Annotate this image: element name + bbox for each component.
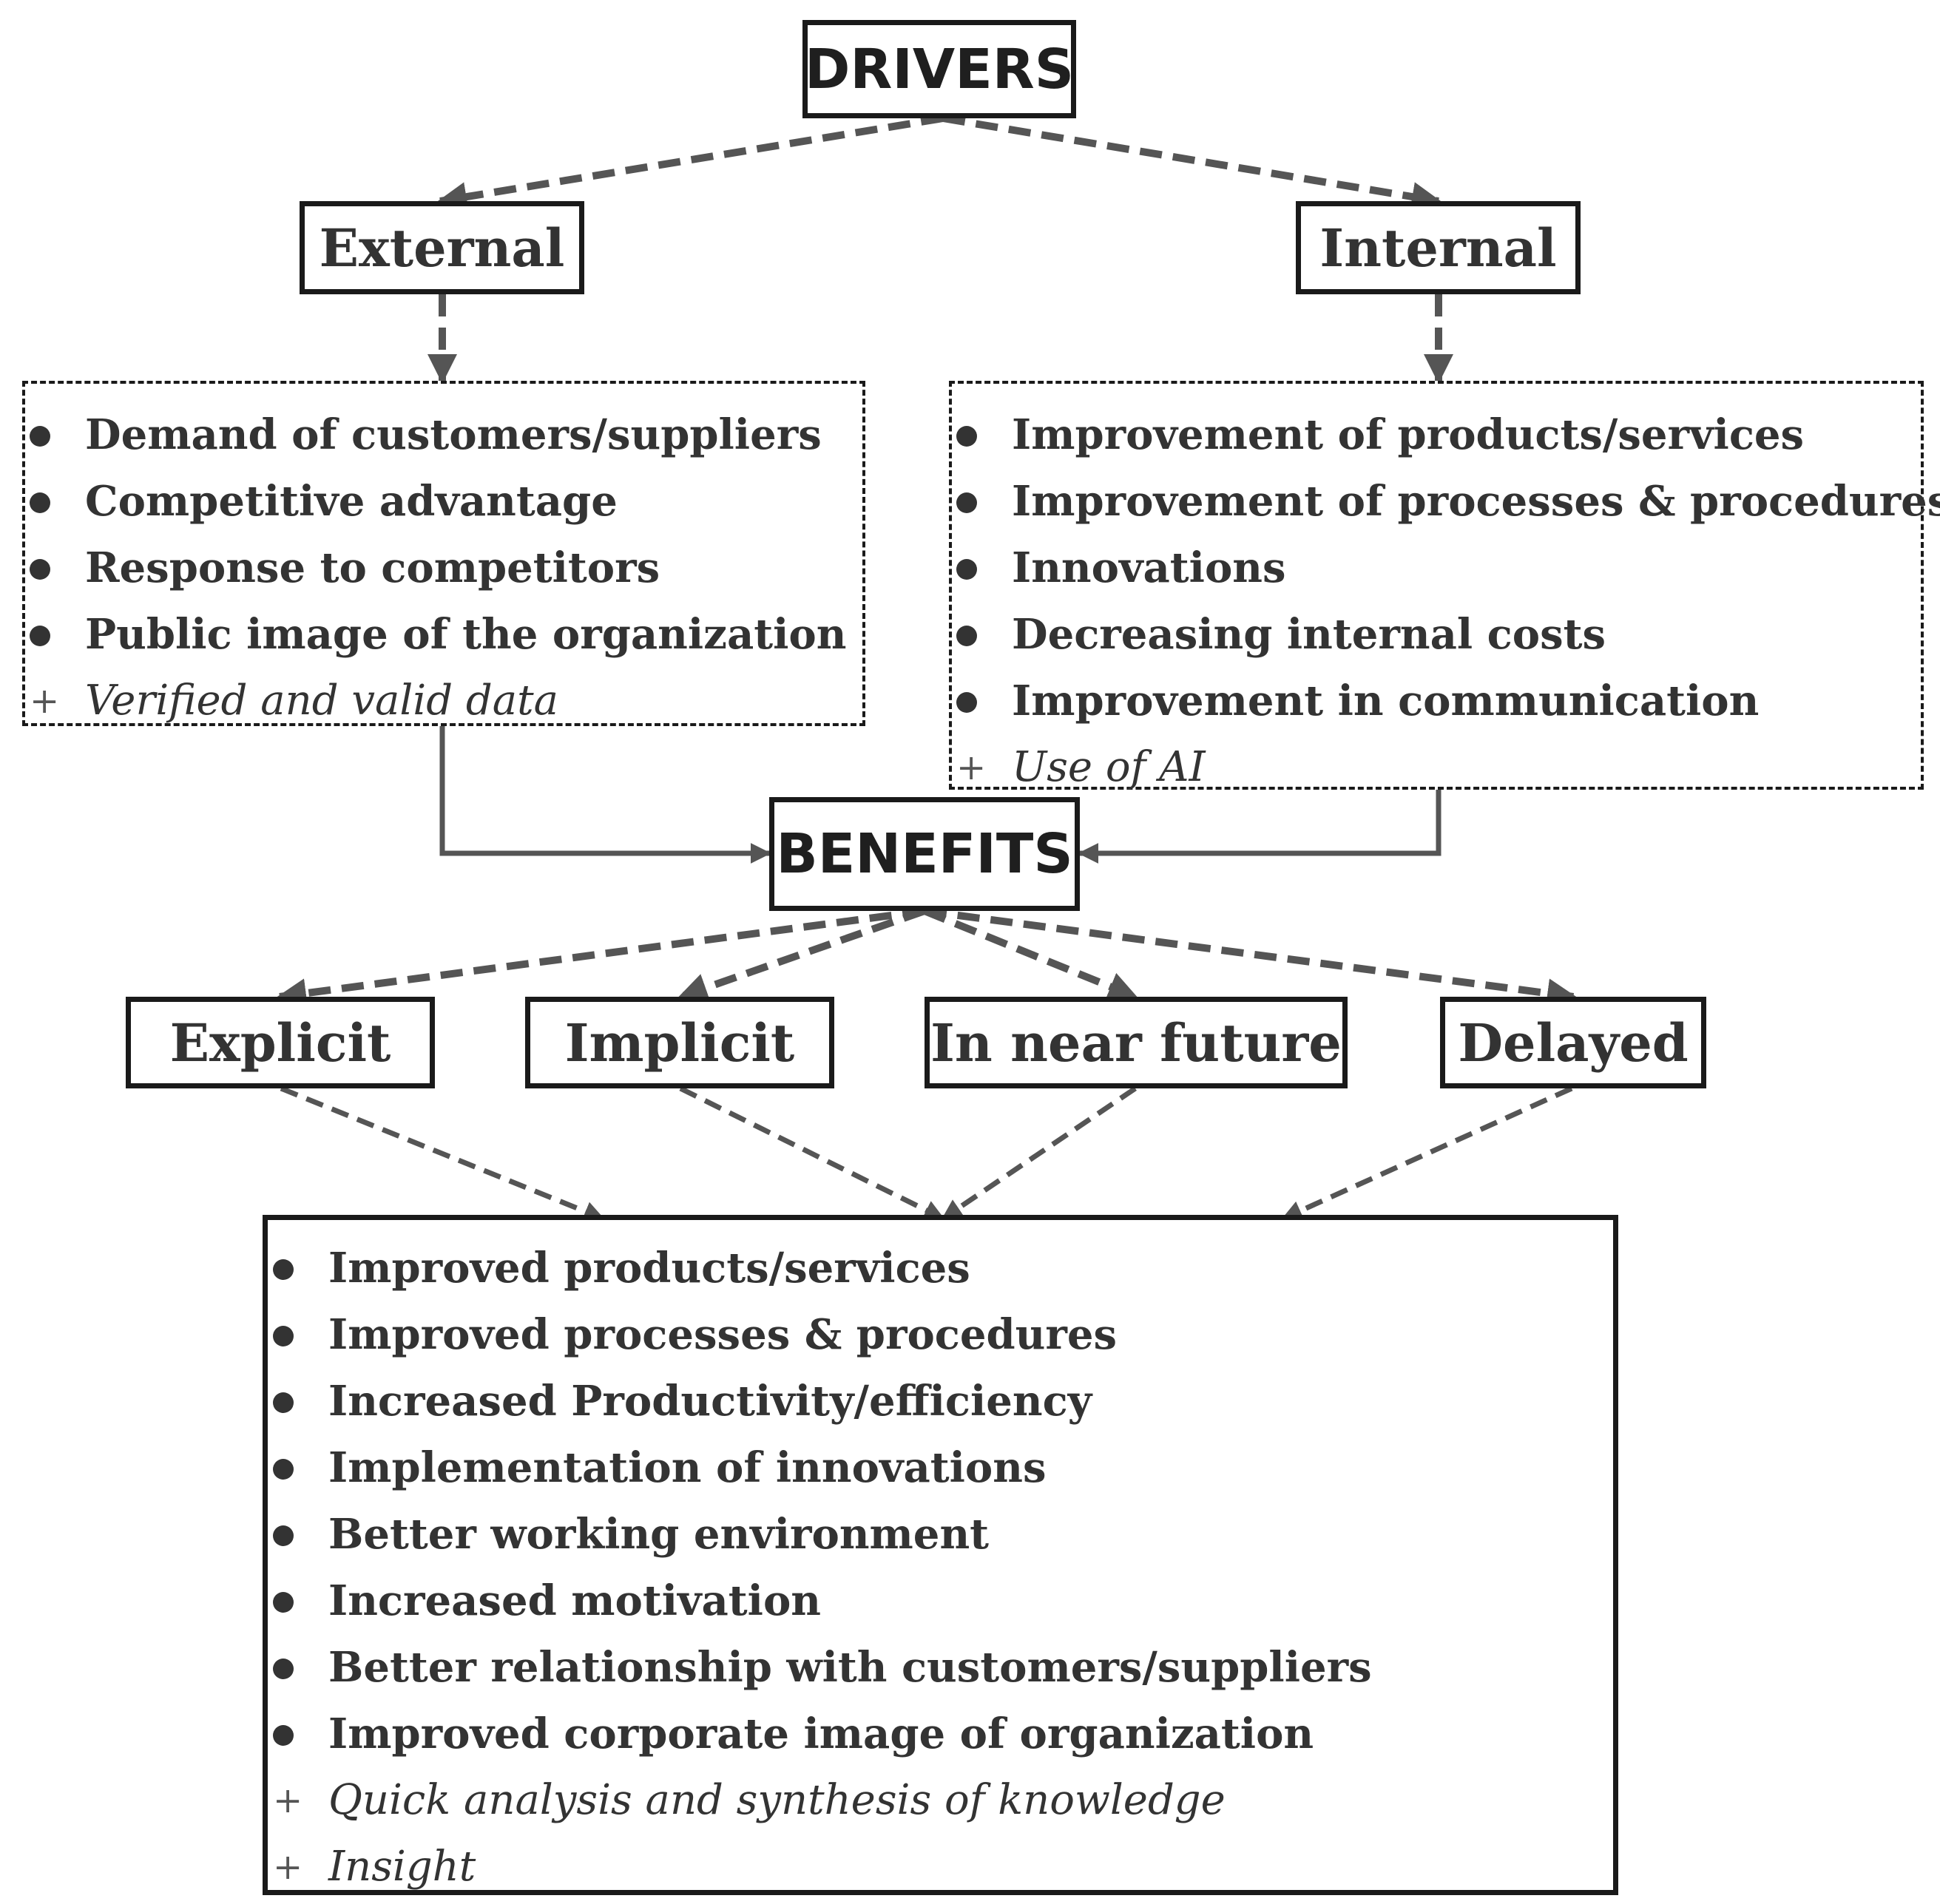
benefit-type-label: In near future	[930, 1012, 1342, 1074]
benefits-title-box: BENEFITS	[769, 797, 1080, 911]
bullet-marker	[956, 626, 977, 646]
arrow-benefits-to-near-future	[923, 907, 1138, 1000]
bullet-marker	[273, 1525, 294, 1546]
benefits-title: BENEFITS	[776, 822, 1073, 886]
arrow-drivers-to-internal	[942, 115, 1442, 211]
arrow-benefits-to-explicit	[277, 907, 925, 1009]
bullet-marker	[30, 626, 50, 646]
benefit-type-delayed: Delayed	[1440, 997, 1706, 1088]
benefit-type-explicit: Explicit	[126, 997, 435, 1088]
bullet-marker	[273, 1459, 294, 1480]
bullet-marker	[30, 426, 50, 447]
benefit-type-label: Delayed	[1458, 1012, 1689, 1074]
bullet-marker	[273, 1592, 294, 1613]
drivers-title: DRIVERS	[804, 37, 1075, 101]
arrow-implicit-to-list	[679, 1085, 945, 1222]
arrow-drivers-to-external	[437, 115, 944, 211]
benefit-type-implicit: Implicit	[525, 997, 834, 1088]
internal-box: Internal	[1296, 201, 1581, 294]
benefit-type-label: Explicit	[169, 1012, 391, 1074]
bullet-marker	[956, 692, 977, 713]
bullet-marker	[30, 492, 50, 513]
bullet-marker	[273, 1392, 294, 1413]
internal-label: Internal	[1319, 217, 1557, 279]
plus-marker: +	[273, 1780, 303, 1821]
external-label: External	[319, 217, 565, 279]
bullet-marker	[956, 559, 977, 580]
arrow-internal-list-to-benefits	[1078, 790, 1442, 864]
plus-marker: +	[273, 1846, 303, 1888]
internal-drivers-list: Improvement of products/services Improve…	[949, 381, 1940, 791]
bullet-marker	[273, 1659, 294, 1679]
benefit-type-near-future: In near future	[925, 997, 1348, 1088]
plus-marker: +	[956, 747, 987, 788]
arrow-external-list-to-benefits	[439, 726, 771, 864]
bullet-marker	[956, 492, 977, 513]
benefits-list: Improved products/services Improved proc…	[263, 1215, 1618, 1895]
external-box: External	[300, 201, 584, 294]
external-drivers-list: Demand of customers/suppliers Competitiv…	[22, 381, 865, 726]
benefit-type-label: Implicit	[564, 1012, 795, 1074]
bullet-marker	[273, 1725, 294, 1746]
arrow-delayed-to-list	[1281, 1085, 1573, 1222]
arrow-near-future-to-list	[941, 1086, 1137, 1221]
arrow-benefits-to-delayed	[924, 907, 1577, 1009]
drivers-title-box: DRIVERS	[802, 20, 1076, 118]
bullet-marker	[273, 1326, 294, 1346]
arrow-benefits-to-implicit	[677, 907, 926, 1002]
bullet-marker	[956, 426, 977, 447]
arrow-explicit-to-list	[280, 1085, 605, 1222]
bullet-marker	[30, 559, 50, 580]
bullet-marker	[273, 1259, 294, 1280]
plus-marker: +	[30, 680, 60, 722]
